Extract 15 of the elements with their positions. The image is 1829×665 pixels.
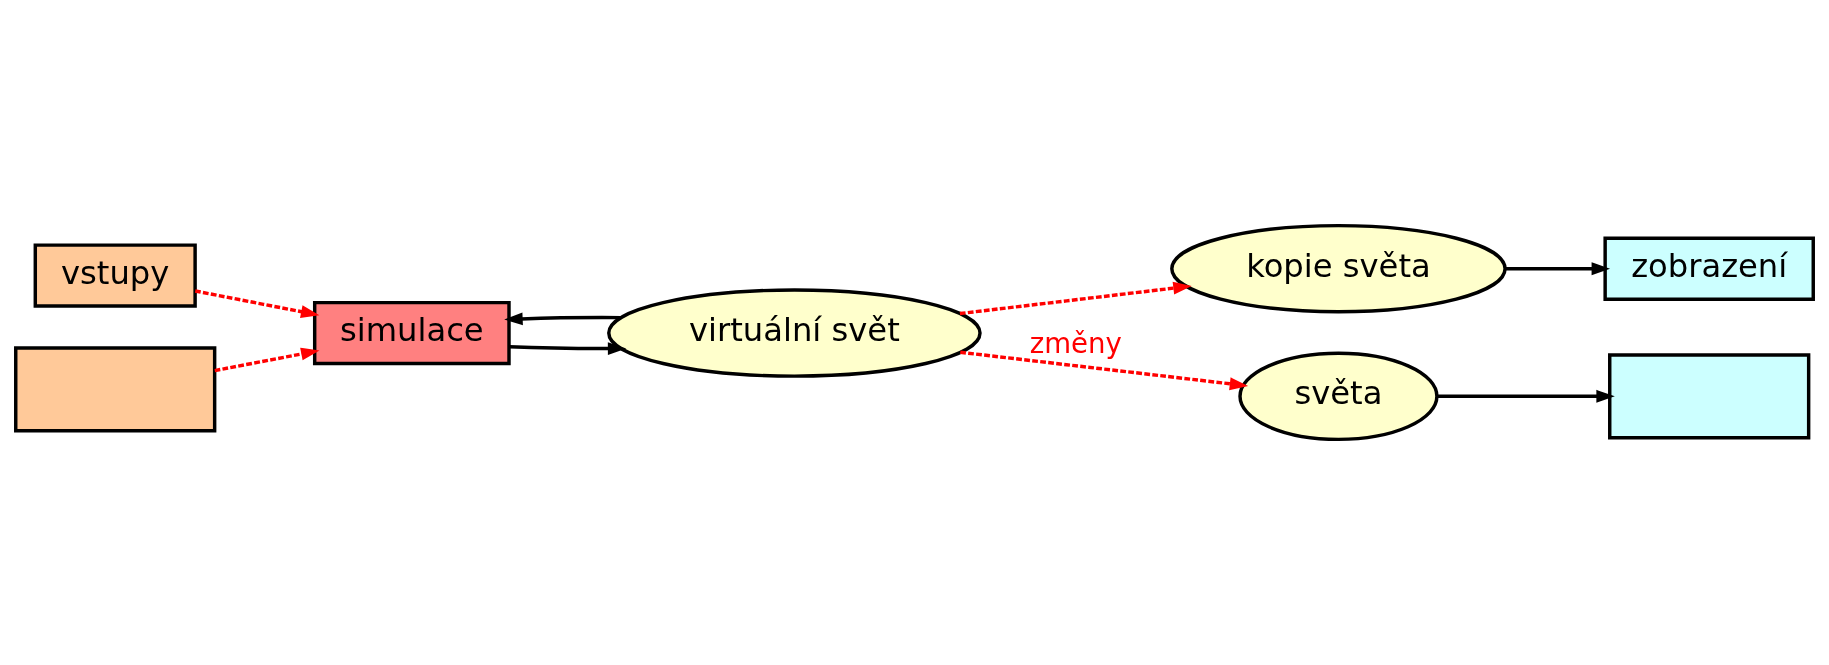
arrow [214, 347, 320, 373]
arrow [504, 312, 622, 326]
arrow [1505, 262, 1611, 276]
arrow [509, 342, 627, 356]
arrow [1436, 389, 1615, 403]
arrow [194, 289, 320, 319]
node-ellipse: světa [1238, 351, 1439, 442]
node-box [14, 346, 217, 433]
arrow [960, 350, 1249, 391]
node-box: simulace [312, 300, 511, 366]
node-box: vstupy [33, 243, 197, 308]
edge-label: změny [1029, 326, 1122, 360]
node-box [1608, 353, 1811, 440]
node-box: zobrazení [1603, 236, 1815, 301]
arrow [959, 281, 1192, 316]
